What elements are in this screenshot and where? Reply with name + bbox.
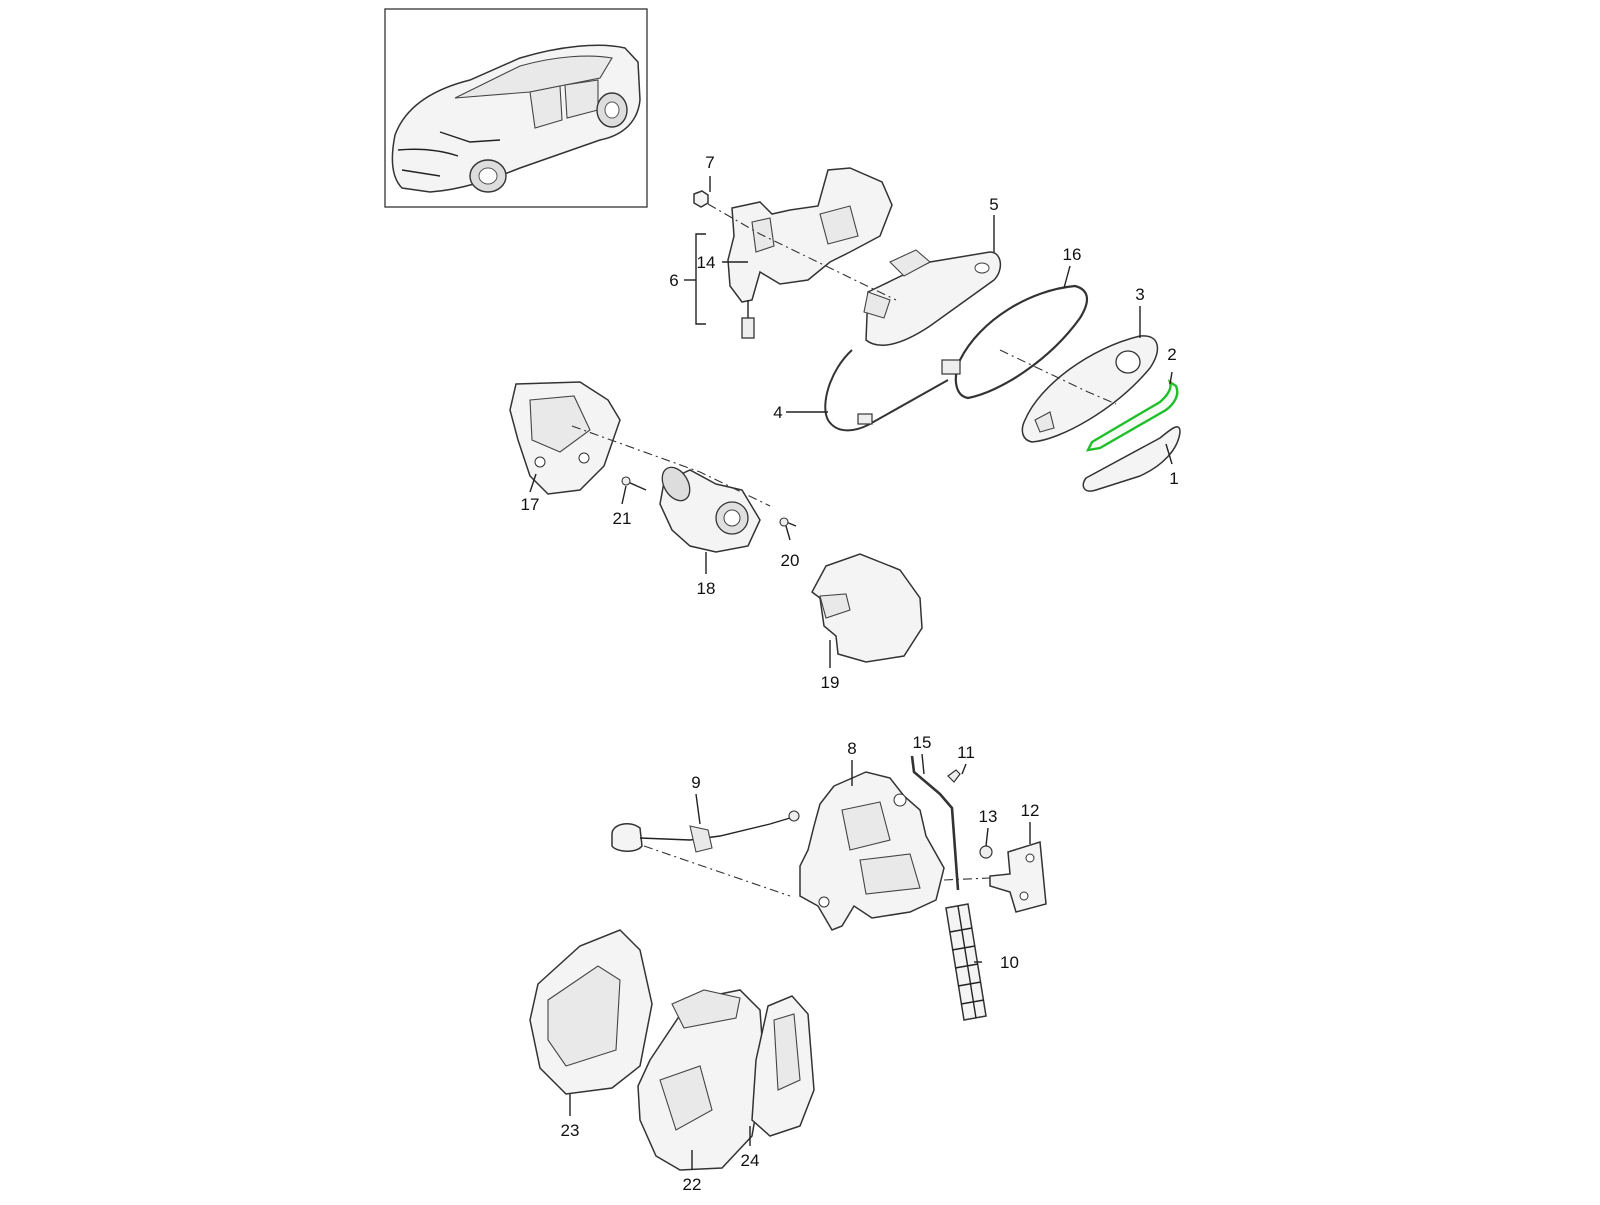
vehicle-overview-inset [384, 8, 648, 208]
part-15-rod [910, 755, 960, 891]
part-9-sensor-cable [611, 810, 800, 853]
part-5-handle-carrier [865, 251, 1002, 347]
callout-23: 23 [561, 1121, 580, 1140]
bottom-covers-assembly [529, 929, 815, 1171]
callout-14: 14 [697, 253, 716, 272]
part-16-seal [954, 284, 1088, 400]
callout-20: 20 [781, 551, 800, 570]
part-4-cable [824, 349, 949, 432]
part-11-screw [947, 769, 961, 783]
callout-9: 9 [691, 773, 700, 792]
callout-16: 16 [1063, 245, 1082, 264]
upper-handle-assembly [693, 167, 1181, 492]
callout-13: 13 [979, 807, 998, 826]
middle-motor-assembly [509, 381, 923, 663]
callout-11: 11 [957, 743, 975, 762]
callout-17: 17 [521, 495, 540, 514]
callout-24: 24 [741, 1151, 760, 1170]
part-2-trim-highlighted [1085, 379, 1179, 452]
callout-22: 22 [683, 1175, 702, 1194]
callout-12: 12 [1021, 801, 1040, 820]
callout-21: 21 [613, 509, 632, 528]
lower-lock-assembly [611, 755, 1047, 1021]
callout-1: 1 [1169, 469, 1178, 488]
callout-labels: 1 2 3 4 5 6 7 8 9 10 11 12 13 14 15 16 1… [521, 153, 1179, 1194]
part-13-bolt [979, 845, 993, 859]
part-8-lock-plate [799, 771, 945, 931]
part-10-grid-pad [945, 903, 987, 1021]
callout-10: 10 [1000, 953, 1019, 972]
callout-2: 2 [1167, 345, 1176, 364]
part-6-bracket [727, 167, 893, 303]
callout-8: 8 [847, 739, 856, 758]
car-illustration [391, 44, 641, 193]
part-12-striker [989, 841, 1047, 913]
callout-3: 3 [1135, 285, 1144, 304]
callout-5: 5 [989, 195, 998, 214]
callout-15: 15 [913, 733, 932, 752]
part-1-door-handle [1082, 426, 1181, 492]
callout-4: 4 [773, 403, 782, 422]
leader-lines [529, 176, 1173, 1170]
part-7-nut [693, 190, 709, 208]
callout-6: 6 [669, 271, 678, 290]
callout-19: 19 [821, 673, 840, 692]
callout-18: 18 [697, 579, 716, 598]
callout-7: 7 [705, 153, 714, 172]
